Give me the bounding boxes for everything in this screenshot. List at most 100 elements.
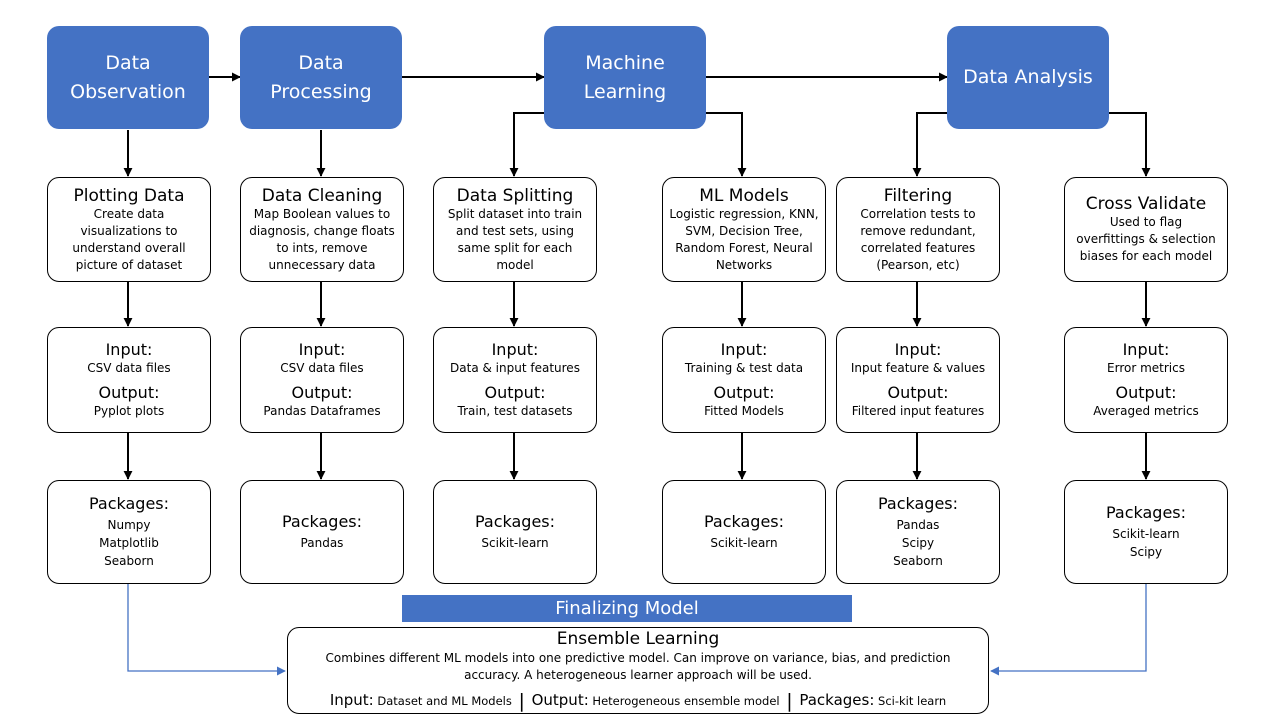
- packages-label: Packages:: [474, 512, 556, 531]
- input-value: Training & test data: [684, 361, 804, 375]
- stage-data-processing: Data Processing: [240, 26, 402, 129]
- input-label: Input:: [894, 340, 942, 359]
- packages-label: Packages:: [88, 494, 170, 513]
- box-description: Logistic regression, KNN, SVM, Decision …: [669, 206, 819, 272]
- box-title: Plotting Data: [73, 185, 185, 206]
- package-item: Seaborn: [893, 554, 943, 568]
- io-box-cross-validate: Input: Error metrics Output: Averaged me…: [1064, 327, 1228, 433]
- io-box-plotting-data: Input: CSV data files Output: Pyplot plo…: [47, 327, 211, 433]
- stage-label: Data Processing: [270, 51, 372, 103]
- output-label: Output:: [98, 383, 160, 402]
- arrow-ml-to-splitting: [509, 112, 545, 177]
- stage-data-analysis: Data Analysis: [947, 26, 1109, 129]
- output-value: Averaged metrics: [1093, 404, 1199, 418]
- ensemble-footer: Input: Dataset and ML Models | Output: H…: [288, 688, 988, 712]
- banner-label: Finalizing Model: [555, 598, 699, 619]
- input-label: Input:: [298, 340, 346, 359]
- output-value: Fitted Models: [704, 404, 784, 418]
- package-item: Numpy: [107, 518, 151, 532]
- stage-label: Machine Learning: [583, 51, 667, 103]
- output-label: Output:: [1115, 383, 1177, 402]
- io-box-data-splitting: Input: Data & input features Output: Tra…: [433, 327, 597, 433]
- packages-label: Packages:: [1105, 503, 1187, 522]
- arrow-analysis-to-crossvalidate: [1109, 112, 1151, 177]
- ensemble-learning-box: Ensemble Learning Combines different ML …: [287, 627, 989, 714]
- package-item: Scikit-learn: [1112, 527, 1180, 541]
- ensemble-packages-label: Packages:: [799, 691, 875, 709]
- process-box-data-splitting: Data Splitting Split dataset into train …: [433, 177, 597, 282]
- packages-box-data-cleaning: Packages: Pandas: [240, 480, 404, 584]
- stage-machine-learning: Machine Learning: [544, 26, 706, 129]
- input-value: Data & input features: [450, 361, 580, 375]
- package-item: Pandas: [896, 518, 940, 532]
- ensemble-packages-value: Sci-kit learn: [878, 694, 947, 708]
- package-item: Scipy: [901, 536, 935, 550]
- box-title: ML Models: [699, 185, 789, 206]
- ensemble-input-label: Input:: [329, 691, 374, 709]
- process-box-filtering: Filtering Correlation tests to remove re…: [836, 177, 1000, 282]
- output-label: Output:: [484, 383, 546, 402]
- output-label: Output:: [713, 383, 775, 402]
- box-description: Create data visualizations to understand…: [72, 206, 186, 272]
- box-description: Map Boolean values to diagnosis, change …: [249, 206, 395, 272]
- packages-box-ml-models: Packages: Scikit-learn: [662, 480, 826, 584]
- separator: |: [518, 690, 525, 712]
- output-value: Filtered input features: [851, 404, 985, 418]
- ensemble-output-value: Heterogeneous ensemble model: [592, 694, 780, 708]
- io-box-filtering: Input: Input feature & values Output: Fi…: [836, 327, 1000, 433]
- packages-box-cross-validate: Packages: Scikit-learn Scipy: [1064, 480, 1228, 584]
- ensemble-input-value: Dataset and ML Models: [377, 694, 512, 708]
- input-value: CSV data files: [87, 361, 171, 375]
- output-label: Output:: [887, 383, 949, 402]
- package-item: Matplotlib: [99, 536, 159, 550]
- output-value: Pyplot plots: [93, 404, 165, 418]
- process-box-plotting-data: Plotting Data Create data visualizations…: [47, 177, 211, 282]
- box-title: Filtering: [883, 185, 953, 206]
- io-box-data-cleaning: Input: CSV data files Output: Pandas Dat…: [240, 327, 404, 433]
- packages-label: Packages:: [877, 494, 959, 513]
- output-value: Train, test datasets: [457, 404, 573, 418]
- ensemble-title: Ensemble Learning: [556, 629, 720, 649]
- input-label: Input:: [1122, 340, 1170, 359]
- packages-box-plotting-data: Packages: Numpy Matplotlib Seaborn: [47, 480, 211, 584]
- stage-data-observation: Data Observation: [47, 26, 209, 129]
- output-value: Pandas Dataframes: [263, 404, 381, 418]
- finalizing-model-banner: Finalizing Model: [402, 595, 852, 622]
- process-box-data-cleaning: Data Cleaning Map Boolean values to diag…: [240, 177, 404, 282]
- process-box-cross-validate: Cross Validate Used to flag overfittings…: [1064, 177, 1228, 282]
- package-item: Scikit-learn: [710, 536, 778, 550]
- io-box-ml-models: Input: Training & test data Output: Fitt…: [662, 327, 826, 433]
- ensemble-output-label: Output:: [531, 691, 589, 709]
- process-box-ml-models: ML Models Logistic regression, KNN, SVM,…: [662, 177, 826, 282]
- packages-label: Packages:: [281, 512, 363, 531]
- input-label: Input:: [720, 340, 768, 359]
- packages-box-data-splitting: Packages: Scikit-learn: [433, 480, 597, 584]
- input-label: Input:: [491, 340, 539, 359]
- stage-label: Data Observation: [70, 51, 186, 103]
- input-value: Error metrics: [1107, 361, 1185, 375]
- packages-label: Packages:: [703, 512, 785, 531]
- packages-box-filtering: Packages: Pandas Scipy Seaborn: [836, 480, 1000, 584]
- box-title: Data Splitting: [456, 185, 574, 206]
- input-label: Input:: [105, 340, 153, 359]
- separator: |: [786, 690, 793, 712]
- package-item: Seaborn: [104, 554, 154, 568]
- stage-label: Data Analysis: [963, 66, 1093, 88]
- package-item: Scipy: [1129, 545, 1163, 559]
- ensemble-description: Combines different ML models into one pr…: [325, 651, 951, 682]
- arrow-ml-to-models: [706, 112, 747, 177]
- arrow-plotting-pkg-to-ensemble: [127, 584, 286, 676]
- package-item: Scikit-learn: [481, 536, 549, 550]
- package-item: Pandas: [300, 536, 344, 550]
- box-description: Used to flag overfittings & selection bi…: [1076, 215, 1216, 263]
- output-label: Output:: [291, 383, 353, 402]
- arrow-crossvalidate-pkg-to-ensemble: [990, 584, 1147, 676]
- box-title: Data Cleaning: [261, 185, 383, 206]
- box-description: Correlation tests to remove redundant, c…: [860, 206, 976, 272]
- box-description: Split dataset into train and test sets, …: [447, 206, 583, 272]
- box-title: Cross Validate: [1085, 194, 1207, 214]
- arrow-analysis-to-filtering: [912, 112, 948, 177]
- input-value: CSV data files: [280, 361, 364, 375]
- input-value: Input feature & values: [850, 361, 986, 375]
